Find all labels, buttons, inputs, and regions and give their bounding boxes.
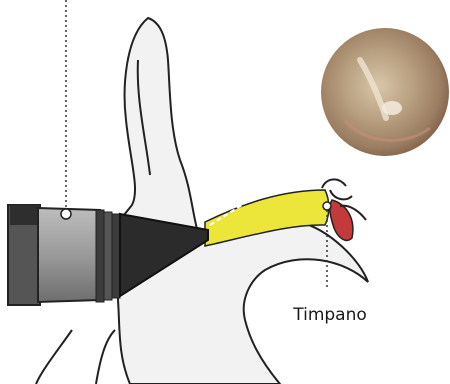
otoscope-handle-cap <box>10 205 40 225</box>
otoscope-ring-1 <box>96 210 104 302</box>
otoscope-ring-2 <box>104 212 112 300</box>
otoscope-ring-3 <box>112 214 120 298</box>
inset-light-reflex <box>382 101 402 115</box>
otoscope-pointer-dot <box>61 209 71 219</box>
otoscope-head <box>38 208 100 302</box>
tympanum-label: Timpano <box>292 305 367 325</box>
eardrum-inset <box>321 28 449 156</box>
jaw-line <box>36 330 72 384</box>
earlobe-line <box>96 330 115 384</box>
tympanum-pointer-dot <box>323 202 331 210</box>
inset-circle <box>321 28 449 156</box>
